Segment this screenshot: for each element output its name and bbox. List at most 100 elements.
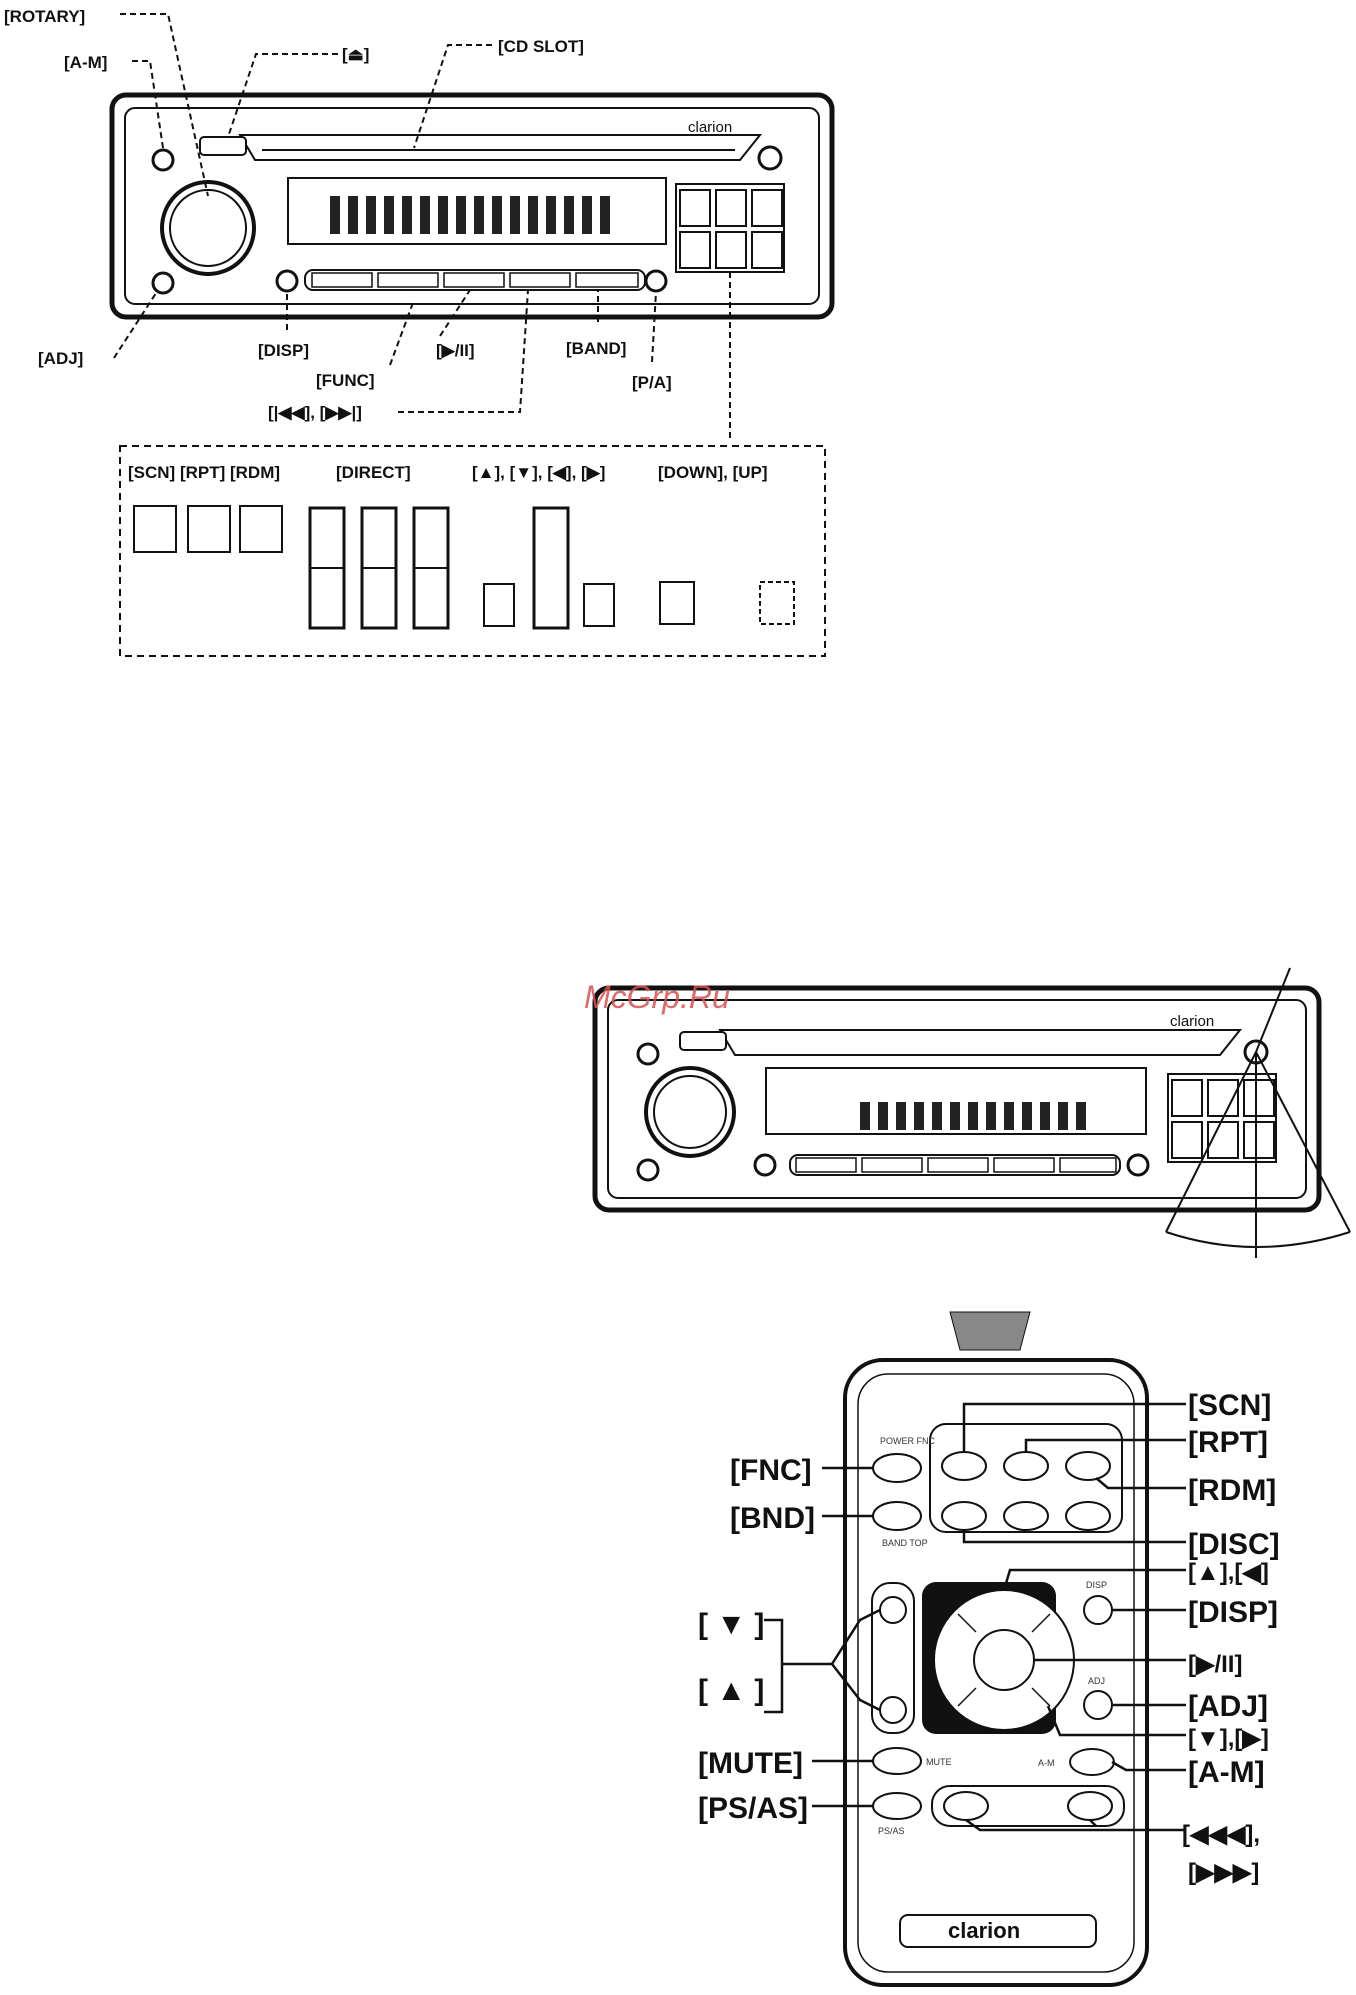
btn-text-disp: DISP bbox=[1086, 1580, 1107, 1590]
callout-adj: [ADJ] bbox=[1188, 1690, 1268, 1723]
prev-track-button[interactable] bbox=[377, 272, 439, 288]
scn-key[interactable] bbox=[133, 505, 177, 553]
preset-key[interactable] bbox=[1171, 1121, 1203, 1159]
preset-keypad bbox=[675, 183, 785, 273]
remote-control: POWER FNC BAND TOP MUTE PS/AS A-M DISP A… bbox=[698, 1311, 1280, 1987]
disc-up-button[interactable] bbox=[1065, 1501, 1111, 1531]
band-button[interactable] bbox=[1059, 1157, 1117, 1173]
fnc-button[interactable] bbox=[872, 1453, 922, 1483]
fast-forward-button[interactable] bbox=[1067, 1791, 1113, 1821]
btn-text-adj: ADJ bbox=[1088, 1676, 1105, 1686]
preset-key[interactable] bbox=[679, 189, 711, 227]
callout-adj: [ADJ] bbox=[38, 349, 83, 368]
rdm-key[interactable] bbox=[239, 505, 283, 553]
btn-text-power-fnc: POWER FNC bbox=[880, 1436, 935, 1446]
callout-rotary: [ROTARY] bbox=[4, 7, 85, 26]
btn-text-ps-as: PS/AS bbox=[878, 1826, 905, 1836]
disc-down-button[interactable] bbox=[941, 1501, 987, 1531]
display-segments bbox=[860, 1102, 1086, 1130]
bnd-button[interactable] bbox=[872, 1501, 922, 1531]
pa-button[interactable] bbox=[1126, 1153, 1150, 1177]
up-down-arrow-key[interactable] bbox=[532, 506, 570, 630]
callout-skip: [|◀◀], [▶▶|] bbox=[268, 403, 362, 422]
callout-up-prev: [▲],[◀] bbox=[1188, 1559, 1269, 1586]
am-button[interactable] bbox=[151, 148, 175, 172]
eject-button[interactable] bbox=[679, 1031, 727, 1051]
up-key[interactable] bbox=[759, 581, 795, 625]
callout-func: [FUNC] bbox=[316, 371, 375, 390]
function-strip bbox=[304, 269, 646, 291]
callout-am: [A-M] bbox=[1188, 1756, 1265, 1789]
top-brand: clarion bbox=[688, 119, 732, 136]
down-button[interactable] bbox=[879, 1596, 907, 1624]
am-button[interactable] bbox=[1069, 1748, 1115, 1776]
callout-bnd: [BND] bbox=[730, 1502, 815, 1535]
scn-button[interactable] bbox=[941, 1451, 987, 1481]
play-pause-button[interactable] bbox=[927, 1157, 989, 1173]
left-arrow-key[interactable] bbox=[483, 583, 515, 627]
release-button[interactable] bbox=[757, 145, 783, 171]
play-pause-button[interactable] bbox=[443, 272, 505, 288]
callout-down-next: [▼],[▶] bbox=[1188, 1725, 1269, 1752]
prev-track-button[interactable] bbox=[861, 1157, 923, 1173]
pa-button[interactable] bbox=[644, 269, 668, 293]
adj-button[interactable] bbox=[636, 1158, 660, 1182]
disp-button[interactable] bbox=[1083, 1595, 1113, 1625]
preset-key[interactable] bbox=[751, 231, 783, 269]
display-window bbox=[287, 177, 667, 245]
angle-indicator bbox=[1165, 967, 1351, 1258]
mute-button[interactable] bbox=[872, 1747, 922, 1775]
band-button[interactable] bbox=[575, 272, 639, 288]
ps-as-button[interactable] bbox=[872, 1792, 922, 1820]
disp-button[interactable] bbox=[275, 269, 299, 293]
preset-key[interactable] bbox=[679, 231, 711, 269]
panel-label-scn-rpt-rdm: [SCN] [RPT] [RDM] bbox=[128, 463, 280, 482]
preset-keypad bbox=[1167, 1073, 1277, 1163]
rpt-key[interactable] bbox=[187, 505, 231, 553]
preset-key[interactable] bbox=[1171, 1079, 1203, 1117]
rewind-button[interactable] bbox=[943, 1791, 989, 1821]
preset-key[interactable] bbox=[1243, 1121, 1275, 1159]
middle-brand: clarion bbox=[1170, 1013, 1214, 1030]
preset-button[interactable] bbox=[1003, 1501, 1049, 1531]
remote-brand-plate bbox=[899, 1914, 1097, 1948]
preset-key[interactable] bbox=[715, 189, 747, 227]
am-button[interactable] bbox=[636, 1042, 660, 1066]
callout-fnc: [FNC] bbox=[730, 1454, 812, 1487]
preset-key[interactable] bbox=[715, 231, 747, 269]
right-arrow-key[interactable] bbox=[583, 583, 615, 627]
callout-up: [ ▲ ] bbox=[698, 1674, 764, 1707]
down-key[interactable] bbox=[659, 581, 695, 625]
callout-rdm: [RDM] bbox=[1188, 1474, 1276, 1507]
play-pause-center-button[interactable] bbox=[973, 1629, 1035, 1691]
callout-eject: [⏏] bbox=[342, 45, 369, 64]
up-button[interactable] bbox=[879, 1696, 907, 1724]
adj-button[interactable] bbox=[1083, 1690, 1113, 1720]
remote-right-callout-lines bbox=[962, 1402, 1186, 1832]
callout-band: [BAND] bbox=[566, 339, 626, 358]
func-button[interactable] bbox=[795, 1157, 857, 1173]
rpt-button[interactable] bbox=[1003, 1451, 1049, 1481]
callout-disp: [DISP] bbox=[258, 341, 309, 360]
func-button[interactable] bbox=[311, 272, 373, 288]
callout-cd-slot: [CD SLOT] bbox=[498, 37, 584, 56]
keypad-detail-panel: [SCN] [RPT] [RDM] [DIRECT] [▲], [▼], [◀]… bbox=[119, 445, 826, 657]
panel-label-arrows: [▲], [▼], [◀], [▶] bbox=[472, 463, 605, 482]
eject-button[interactable] bbox=[199, 136, 247, 156]
next-track-button[interactable] bbox=[509, 272, 571, 288]
volume-rocker[interactable] bbox=[871, 1582, 915, 1734]
display-segments bbox=[330, 196, 610, 234]
next-track-button[interactable] bbox=[993, 1157, 1055, 1173]
adj-button[interactable] bbox=[151, 271, 175, 295]
preset-key[interactable] bbox=[751, 189, 783, 227]
preset-key[interactable] bbox=[1243, 1079, 1275, 1117]
disp-button[interactable] bbox=[753, 1153, 777, 1177]
callout-disc: [DISC] bbox=[1188, 1528, 1280, 1561]
callout-scn: [SCN] bbox=[1188, 1389, 1271, 1422]
btn-text-mute: MUTE bbox=[926, 1757, 952, 1767]
rdm-button[interactable] bbox=[1065, 1451, 1111, 1481]
callout-play-pause: [▶/II] bbox=[1188, 1651, 1242, 1678]
top-callout-lines bbox=[113, 13, 731, 440]
callout-mute: [MUTE] bbox=[698, 1747, 803, 1780]
